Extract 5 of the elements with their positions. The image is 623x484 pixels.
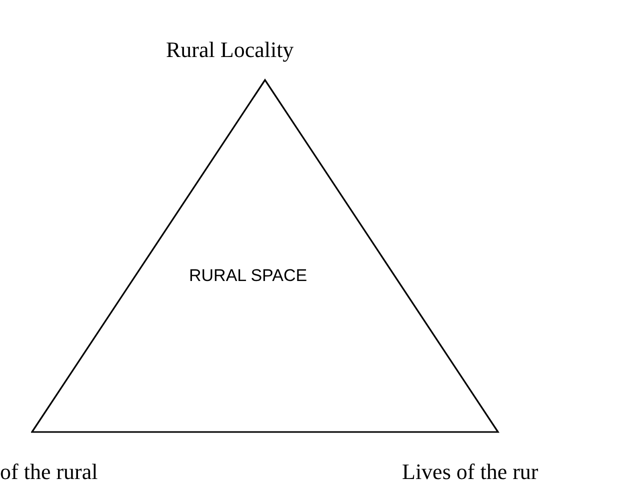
- corner-label: Rural Locality: [166, 38, 294, 62]
- triangle-shape: [31, 78, 500, 434]
- corner-label: Lives of the rur: [402, 460, 538, 484]
- node-text: RURAL SPACE: [189, 266, 308, 286]
- corner-label: of the rural: [0, 460, 98, 484]
